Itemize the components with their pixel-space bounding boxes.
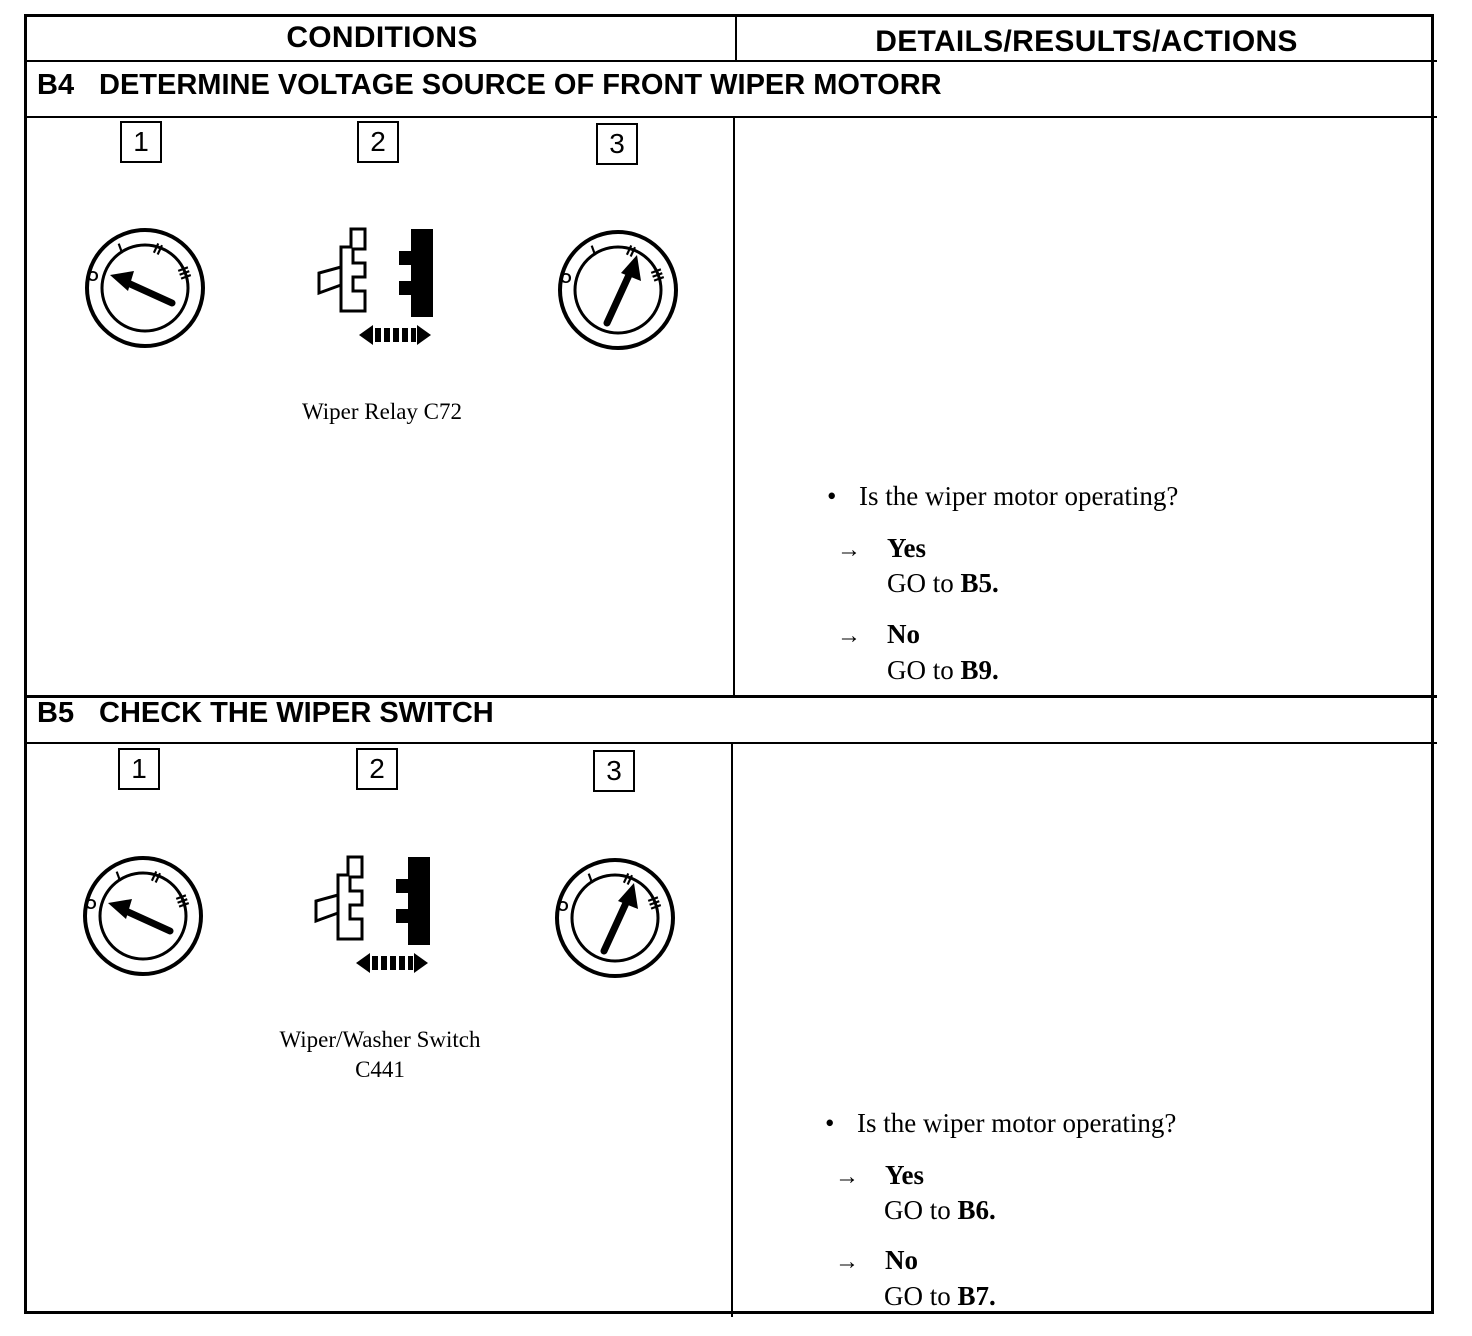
step-b5-box-3: 3	[593, 750, 635, 792]
dial-mark-off: O	[85, 896, 97, 913]
step-b4-answer-no: → No	[837, 619, 920, 650]
dial-mark-off: O	[560, 270, 572, 287]
bullet-icon: •	[827, 481, 837, 511]
ignition-switch-run-icon: O I II III	[555, 858, 675, 978]
arrow-right-icon: →	[837, 623, 861, 649]
step-b4-box-2: 2	[357, 121, 399, 163]
dial-mark-1: I	[586, 870, 596, 887]
step-b5-action-yes: GO to B6.	[884, 1195, 996, 1226]
step-b5-box-2: 2	[356, 748, 398, 790]
go-to-text: GO to	[887, 568, 954, 598]
question-text: Is the wiper motor operating?	[857, 1108, 1177, 1138]
step-b4-caption: Wiper Relay C72	[227, 397, 537, 427]
dial-mark-off: O	[557, 898, 569, 915]
dial-mark-3: III	[647, 266, 667, 284]
dial-mark-1: I	[116, 240, 126, 257]
caption-line: Wiper Relay C72	[301, 399, 463, 424]
go-to-target: B7.	[957, 1281, 996, 1311]
conditions-header: CONDITIONS	[286, 21, 478, 54]
arrow-right-icon: →	[835, 1164, 859, 1190]
arrow-right-icon: →	[835, 1249, 859, 1275]
ignition-switch-run-icon: O I II III	[558, 230, 678, 350]
ignition-switch-off-icon: O I II III	[83, 856, 203, 976]
caption-line: C441	[355, 1057, 405, 1082]
step-b5-answer-yes: → Yes	[835, 1160, 924, 1191]
details-header: DETAILS/RESULTS/ACTIONS	[875, 25, 1298, 58]
dial-mark-3: III	[174, 264, 194, 282]
answer-label: No	[887, 619, 920, 649]
step-b4-bottom-rule	[27, 695, 1437, 698]
bullet-icon: •	[825, 1108, 835, 1138]
go-to-target: B6.	[957, 1195, 996, 1225]
dial-mark-1: I	[589, 242, 599, 259]
go-to-target: B9.	[960, 655, 999, 685]
connector-disconnect-icon	[317, 227, 433, 345]
step-b5-column-divider	[731, 743, 733, 1317]
step-b5-caption: Wiper/Washer Switch C441	[227, 1025, 533, 1085]
step-b5-title: B5 CHECK THE WIPER SWITCH	[37, 697, 494, 730]
go-to-target: B5.	[960, 568, 999, 598]
question-text: Is the wiper motor operating?	[859, 481, 1179, 511]
arrow-right-icon: →	[837, 537, 861, 563]
step-b4-title-rule	[27, 116, 1437, 118]
header-divider	[735, 17, 737, 61]
dial-mark-3: III	[644, 894, 664, 912]
go-to-text: GO to	[884, 1195, 951, 1225]
go-to-text: GO to	[884, 1281, 951, 1311]
step-b4-answer-yes: → Yes	[837, 533, 926, 564]
step-code: B5	[37, 697, 75, 729]
answer-label: No	[885, 1245, 918, 1275]
ignition-switch-off-icon: O I II III	[85, 228, 205, 348]
step-b4-box-1: 1	[120, 121, 162, 163]
dial-mark-off: O	[87, 268, 99, 285]
dial-mark-1: I	[114, 868, 124, 885]
answer-label: Yes	[887, 533, 926, 563]
step-b4-question: • Is the wiper motor operating?	[827, 481, 1178, 512]
step-b5-question: • Is the wiper motor operating?	[825, 1108, 1176, 1139]
step-b4-title: B4 DETERMINE VOLTAGE SOURCE OF FRONT WIPE…	[37, 69, 942, 102]
step-heading: CHECK THE WIPER SWITCH	[99, 697, 494, 729]
step-b4-column-divider	[733, 117, 735, 695]
step-code: B4	[37, 69, 75, 101]
header-rule	[27, 60, 1437, 62]
step-b4-action-no: GO to B9.	[887, 655, 999, 686]
step-b4-box-3: 3	[596, 123, 638, 165]
dial-mark-3: III	[172, 892, 192, 910]
step-heading: DETERMINE VOLTAGE SOURCE OF FRONT WIPER …	[99, 69, 942, 101]
go-to-text: GO to	[887, 655, 954, 685]
step-b4-action-yes: GO to B5.	[887, 568, 999, 599]
caption-line: Wiper/Washer Switch	[279, 1027, 481, 1052]
step-b5-answer-no: → No	[835, 1245, 918, 1276]
connector-disconnect-icon	[314, 855, 430, 973]
step-b5-action-no: GO to B7.	[884, 1281, 996, 1312]
answer-label: Yes	[885, 1160, 924, 1190]
step-b5-box-1: 1	[118, 748, 160, 790]
diagnostic-table: CONDITIONS DETAILS/RESULTS/ACTIONS B4 DET…	[24, 14, 1437, 1317]
